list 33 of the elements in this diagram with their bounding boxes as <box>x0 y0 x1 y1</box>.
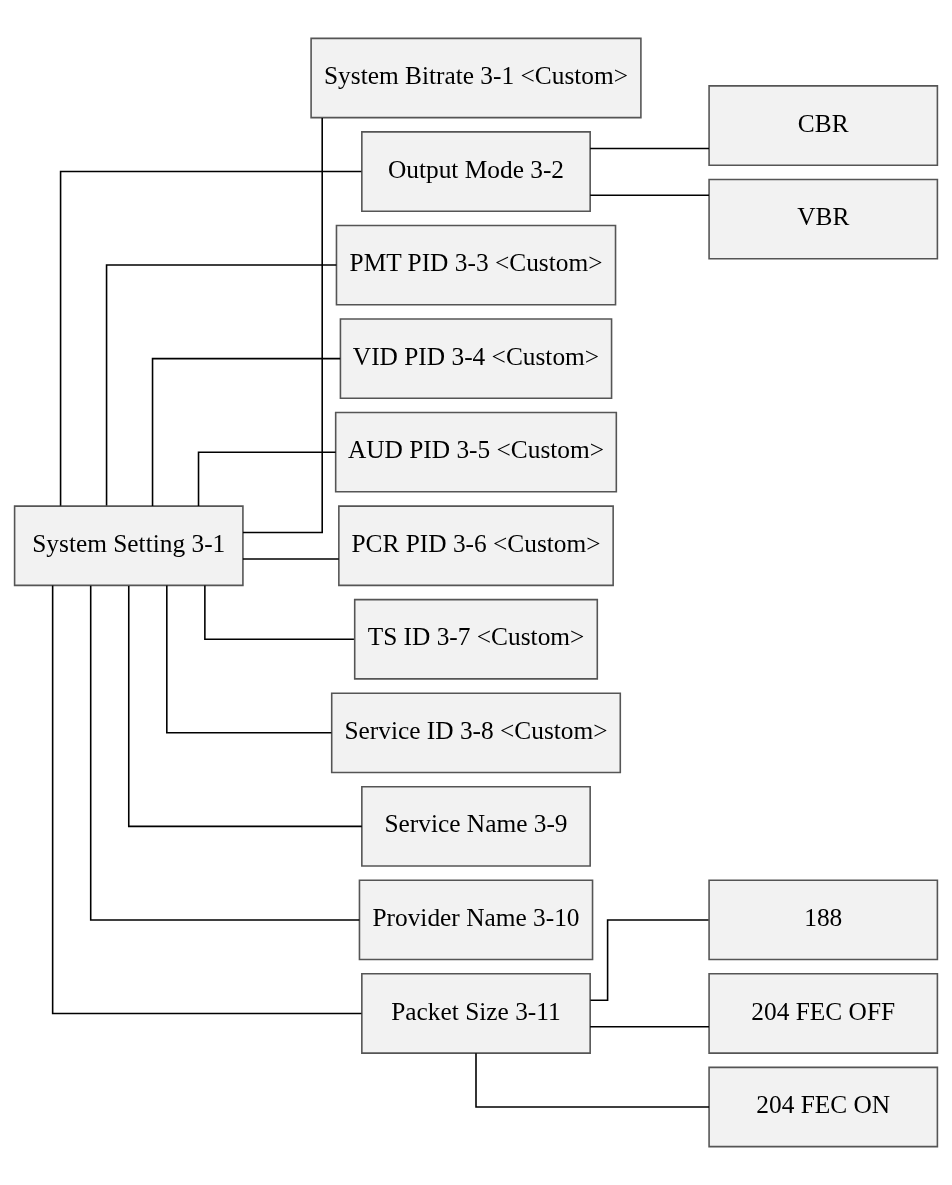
node-box: Packet Size 3-11 <box>361 973 591 1054</box>
node-box: CBR <box>708 85 939 166</box>
connector <box>197 451 337 507</box>
connector <box>89 585 361 921</box>
node-box: TS ID 3-7 <Custom> <box>353 598 599 680</box>
connector <box>589 147 710 150</box>
connector <box>127 585 363 828</box>
connector <box>242 558 340 560</box>
connector <box>151 357 342 507</box>
node-box: Provider Name 3-10 <box>358 879 594 961</box>
node-box: PMT PID 3-3 <Custom> <box>335 224 617 306</box>
connector <box>59 170 363 507</box>
connector <box>105 264 338 507</box>
connector <box>589 919 710 1002</box>
node-box: AUD PID 3-5 <Custom> <box>334 411 618 493</box>
node-box: 204 FEC OFF <box>708 973 939 1054</box>
connector <box>589 1025 710 1028</box>
node-box: Output Mode 3-2 <box>361 131 591 212</box>
connector <box>242 117 323 534</box>
node-box: PCR PID 3-6 <Custom> <box>338 505 614 587</box>
node-box: VBR <box>708 178 939 260</box>
connector <box>51 584 363 1015</box>
connector <box>204 584 355 641</box>
connector <box>166 584 333 734</box>
node-box: 188 <box>708 879 939 961</box>
node-box: 204 FEC ON <box>708 1066 939 1148</box>
node-box: VID PID 3-4 <Custom> <box>339 318 613 400</box>
node-box: Service ID 3-8 <Custom> <box>330 692 622 774</box>
node-box: Service Name 3-9 <box>361 785 591 867</box>
connector <box>589 194 710 197</box>
connector <box>475 1052 710 1108</box>
node-box: System Bitrate 3-1 <Custom> <box>310 37 642 119</box>
node-box: System Setting 3-1 <box>13 505 244 587</box>
